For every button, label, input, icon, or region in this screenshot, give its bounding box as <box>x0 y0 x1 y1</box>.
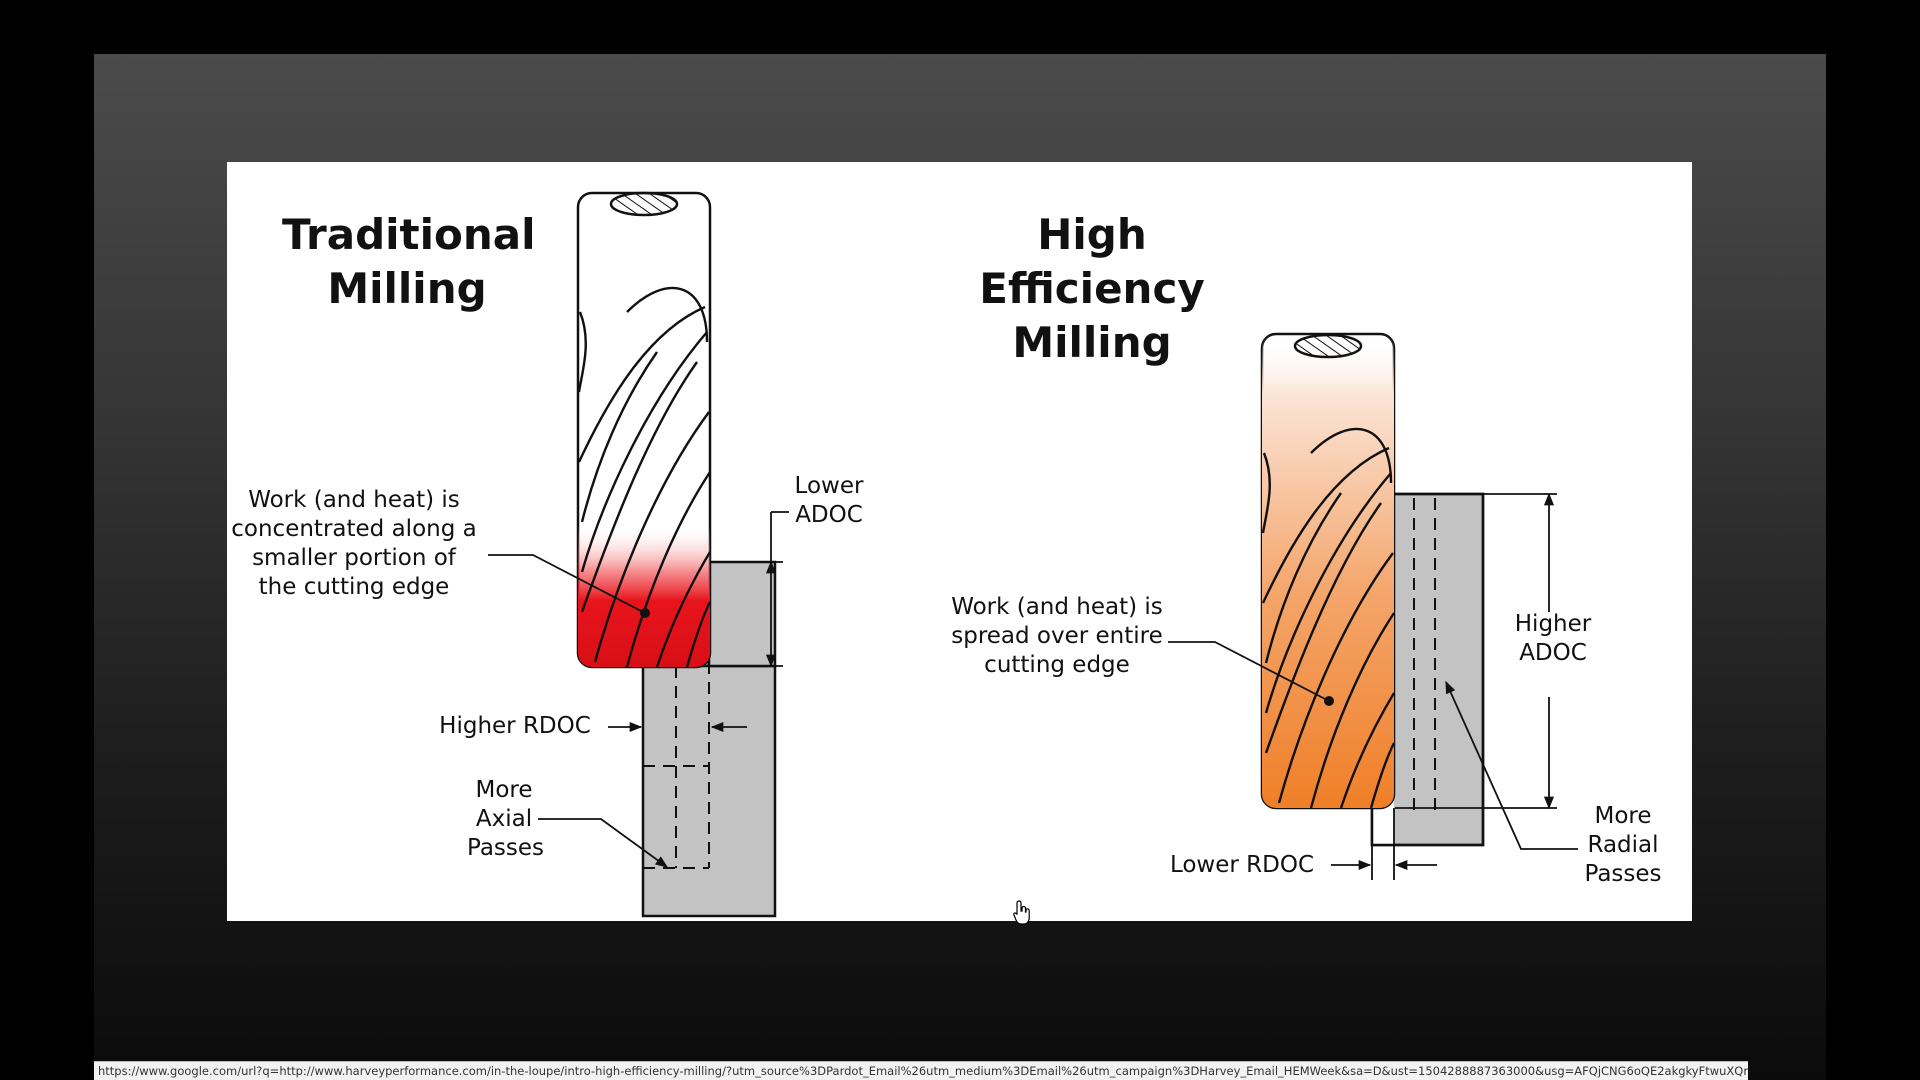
left-annotations <box>488 511 789 868</box>
right-end-mill <box>1260 332 1396 810</box>
right-annotations <box>1168 492 1578 880</box>
status-bar-url: https://www.google.com/url?q=http://www.… <box>94 1061 1748 1080</box>
right-adoc-label: Higher ADOC <box>1514 611 1592 666</box>
right-rdoc-label: Lower RDOC <box>1169 852 1315 878</box>
left-adoc-label: Lower ADOC <box>794 473 864 528</box>
right-title: High Efficiency Milling <box>979 210 1205 367</box>
right-heat-label: Work (and heat) is spread over entire cu… <box>951 594 1163 678</box>
left-title: Traditional Milling <box>282 210 536 313</box>
diagram-slide: Traditional Milling High Efficiency Mill… <box>227 162 1692 921</box>
left-heat-label: Work (and heat) is concentrated along a … <box>231 487 477 600</box>
left-passes-label: More Axial Passes <box>467 777 545 861</box>
left-end-mill <box>576 191 712 669</box>
milling-diagram <box>488 191 1578 918</box>
hand-pointer-icon <box>1013 900 1030 925</box>
left-rdoc-label: Higher RDOC <box>439 713 591 739</box>
right-passes-label: More Radial Passes <box>1584 803 1662 887</box>
